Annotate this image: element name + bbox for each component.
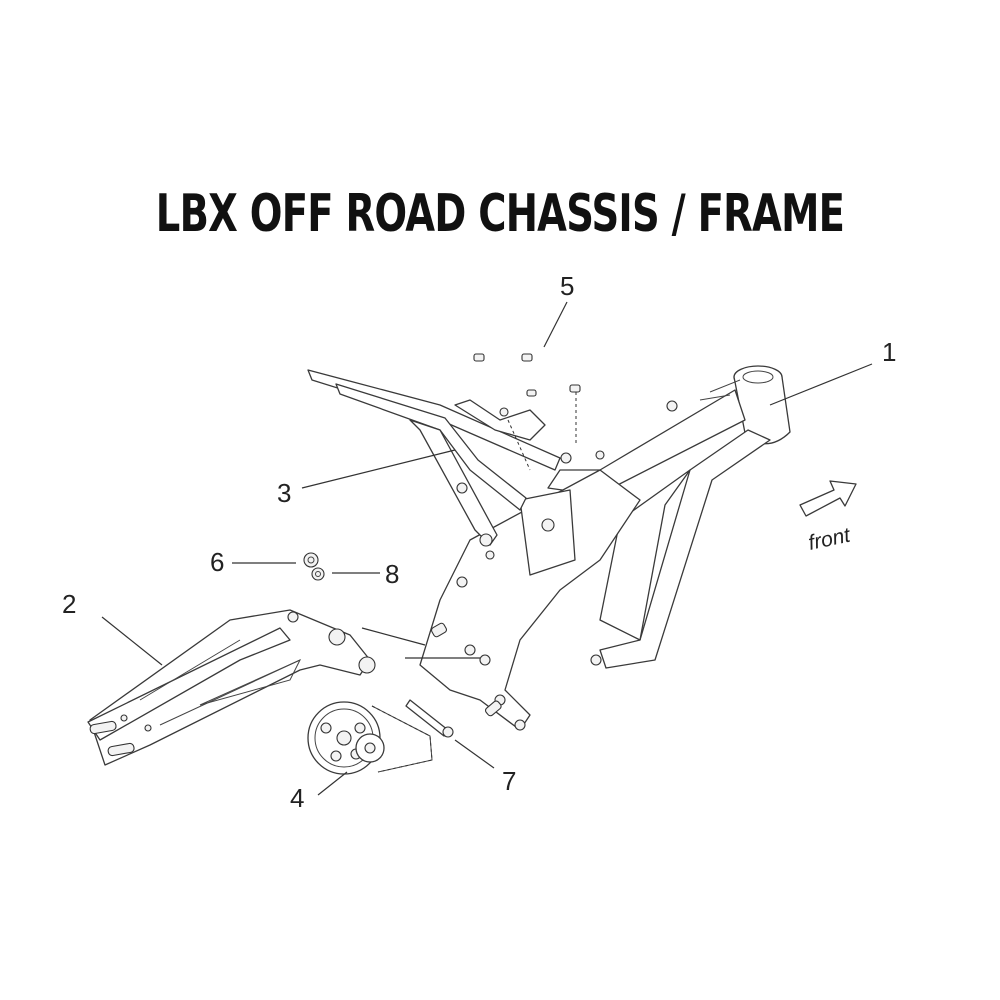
front-arrow-icon bbox=[799, 480, 857, 517]
callout-6: 6 bbox=[210, 547, 224, 577]
callout-1: 1 bbox=[882, 337, 896, 367]
diagram-title: LBX OFF ROAD CHASSIS / FRAME bbox=[155, 184, 845, 244]
bolts-part bbox=[473, 353, 581, 471]
callout-3: 3 bbox=[277, 478, 291, 508]
sprocket-and-chain-part bbox=[307, 701, 433, 775]
leader-lines bbox=[101, 301, 873, 796]
rear-subframe-part bbox=[307, 369, 572, 547]
main-frame-part bbox=[419, 365, 791, 731]
washer-part bbox=[311, 567, 325, 581]
callout-5: 5 bbox=[560, 271, 574, 301]
nut-part bbox=[303, 552, 319, 568]
swingarm-part bbox=[87, 609, 376, 766]
callout-7: 7 bbox=[502, 766, 516, 796]
callout-8: 8 bbox=[385, 559, 399, 589]
callout-2: 2 bbox=[62, 589, 76, 619]
pivot-axle-part bbox=[405, 699, 454, 738]
callout-4: 4 bbox=[290, 783, 304, 813]
front-direction-label: front bbox=[806, 523, 853, 554]
